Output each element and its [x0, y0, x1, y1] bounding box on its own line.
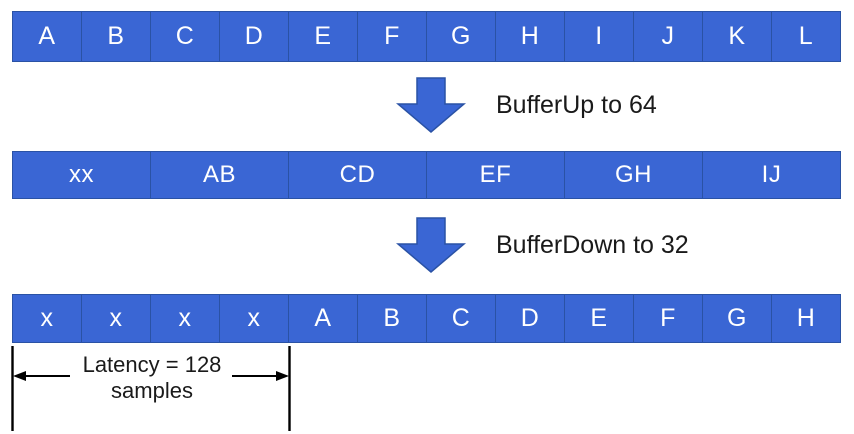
arrow-left-head-icon — [13, 371, 26, 381]
buffer-cell: GH — [565, 152, 703, 198]
buffer-cell: CD — [289, 152, 427, 198]
bufferdown-step: BufferDown to 32 — [396, 216, 689, 274]
buffer-cell: H — [772, 295, 840, 342]
down-arrow-icon — [396, 77, 466, 133]
buffer-cell: x — [13, 295, 82, 342]
down-arrow-icon — [396, 217, 466, 273]
buffer-cell: E — [565, 295, 634, 342]
bufferup-label: BufferUp to 64 — [496, 90, 657, 119]
buffer-cell: G — [703, 295, 772, 342]
bufferup-row: xx AB CD EF GH IJ — [12, 151, 841, 199]
input-buffer-row: A B C D E F G H I J K L — [12, 11, 841, 62]
bufferup-step: BufferUp to 64 — [396, 76, 657, 134]
buffer-cell: x — [151, 295, 220, 342]
buffer-cell: J — [634, 12, 703, 61]
bufferdown-row: x x x x A B C D E F G H — [12, 294, 841, 343]
buffer-cell: F — [358, 12, 427, 61]
buffer-cell: I — [565, 12, 634, 61]
buffer-cell: H — [496, 12, 565, 61]
bufferdown-label: BufferDown to 32 — [496, 230, 689, 259]
latency-caption-line-1: Latency = 128 — [82, 352, 222, 377]
buffer-cell: x — [82, 295, 151, 342]
buffer-cell: L — [772, 12, 840, 61]
buffer-cell: B — [82, 12, 151, 61]
buffer-cell: K — [703, 12, 772, 61]
buffer-cell: D — [220, 12, 289, 61]
buffer-cell: E — [289, 12, 358, 61]
buffer-cell: B — [358, 295, 427, 342]
buffer-cell: xx — [13, 152, 151, 198]
latency-caption-line-2: samples — [111, 377, 193, 403]
buffer-cell: AB — [151, 152, 289, 198]
buffer-cell: F — [634, 295, 703, 342]
latency-caption: Latency = 128 samples — [32, 352, 272, 404]
buffer-cell: C — [427, 295, 496, 342]
buffer-cell: EF — [427, 152, 565, 198]
arrow-right-head-icon — [276, 371, 289, 381]
buffer-cell: x — [220, 295, 289, 342]
buffer-cell: A — [13, 12, 82, 61]
buffer-cell: D — [496, 295, 565, 342]
buffer-cell: G — [427, 12, 496, 61]
latency-bracket — [11, 346, 291, 431]
buffer-cell: IJ — [703, 152, 840, 198]
buffer-cell: C — [151, 12, 220, 61]
buffer-cell: A — [289, 295, 358, 342]
